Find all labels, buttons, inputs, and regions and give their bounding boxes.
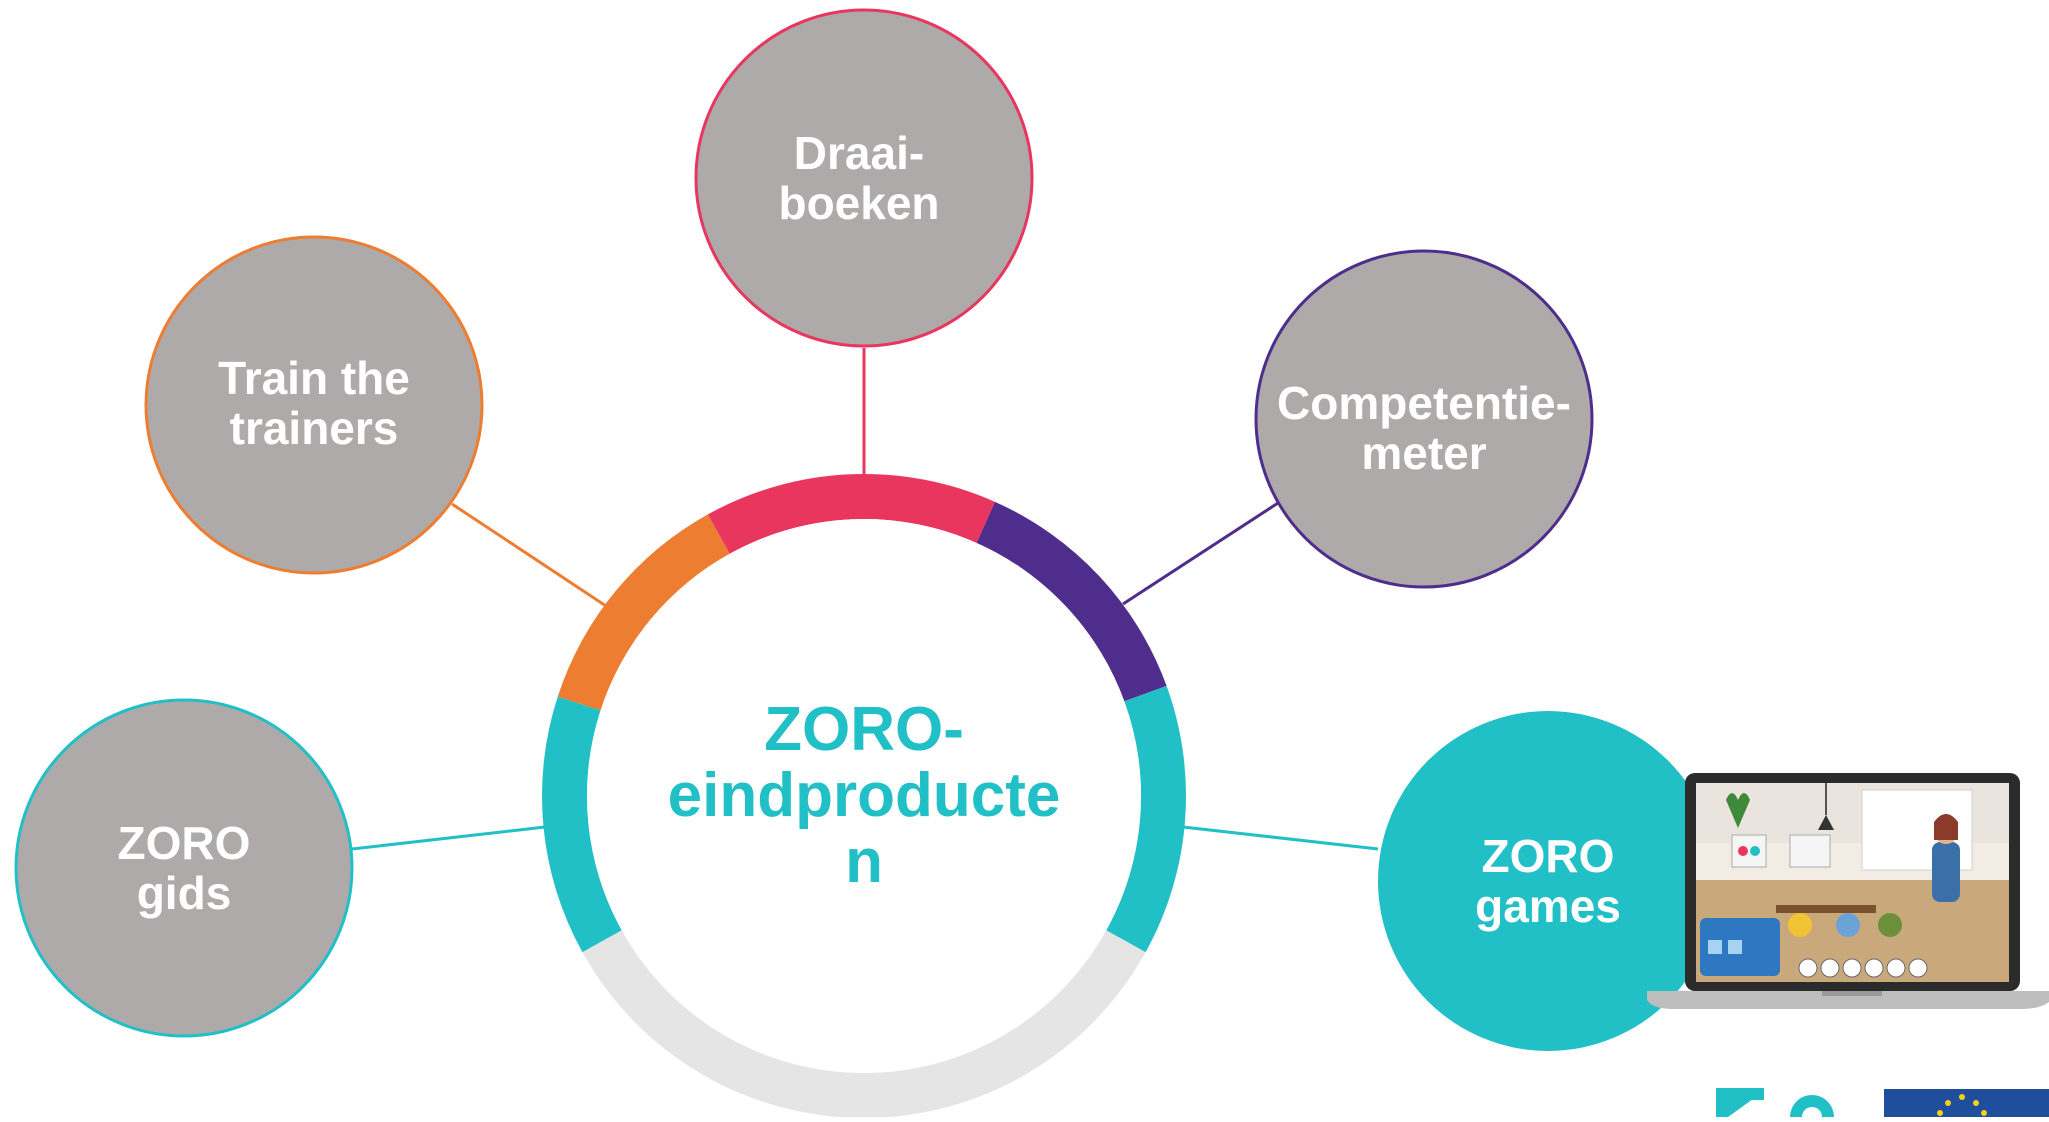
center-title-line-3: n (845, 827, 883, 896)
connector-train-the-trainers (451, 502, 607, 608)
center-title-line-2: eindproducte (667, 761, 1061, 830)
node-draaiboeken-label: Draai- boeken (778, 128, 939, 228)
node-zoro-gids-line-2: gids (136, 867, 232, 919)
center-title: ZORO- eindproducte n (668, 697, 1061, 895)
node-competentiemeter-circle[interactable] (1254, 249, 1594, 589)
node-train-the-trainers-line-1: Train the (218, 352, 410, 404)
center-circle (587, 519, 1141, 1073)
node-zoro-games-line-1: ZORO (1481, 830, 1615, 882)
connector-competentiemeter (1122, 501, 1279, 606)
node-zoro-games-line-2: games (1475, 880, 1621, 932)
node-draaiboeken-circle[interactable] (694, 8, 1034, 348)
node-draaiboeken-line-2: boeken (778, 177, 940, 229)
node-train-the-trainers-circle[interactable] (144, 235, 484, 575)
ring-segment-zoro-gids (542, 696, 622, 953)
center-ring (542, 474, 1186, 1118)
ring-segment-draaiboeken (707, 474, 995, 554)
node-zoro-gids-label: ZORO gids (118, 818, 251, 918)
node-competentiemeter-line-2: meter (1361, 427, 1487, 479)
node-competentiemeter-label: Competentie- meter (1277, 378, 1571, 478)
node-competentiemeter-line-1: Competentie- (1277, 377, 1571, 429)
ring-segment-bottom (582, 930, 1146, 1118)
node-zoro-games-circle[interactable] (1378, 711, 1718, 1051)
center-title-line-1: ZORO- (764, 695, 964, 764)
zoro-logo-icon (1716, 1088, 1834, 1117)
laptop-game-screenshot-icon (1647, 773, 2049, 1009)
node-zoro-gids-circle[interactable] (14, 698, 354, 1038)
ring-segment-competentiemeter (976, 501, 1167, 702)
node-zoro-gids-line-1: ZORO (117, 817, 251, 869)
connector-zoro-gids (351, 825, 546, 851)
node-zoro-games-label: ZORO games (1475, 831, 1621, 931)
ring-segment-zoro-games (1106, 685, 1186, 953)
node-draaiboeken-line-1: Draai- (793, 127, 925, 179)
eu-flag-icon (1884, 1089, 2049, 1117)
node-train-the-trainers-line-2: trainers (229, 402, 399, 454)
ring-segment-train-the-trainers (557, 514, 730, 711)
connector-zoro-games (1182, 825, 1379, 851)
node-train-the-trainers-label: Train the trainers (218, 353, 410, 453)
